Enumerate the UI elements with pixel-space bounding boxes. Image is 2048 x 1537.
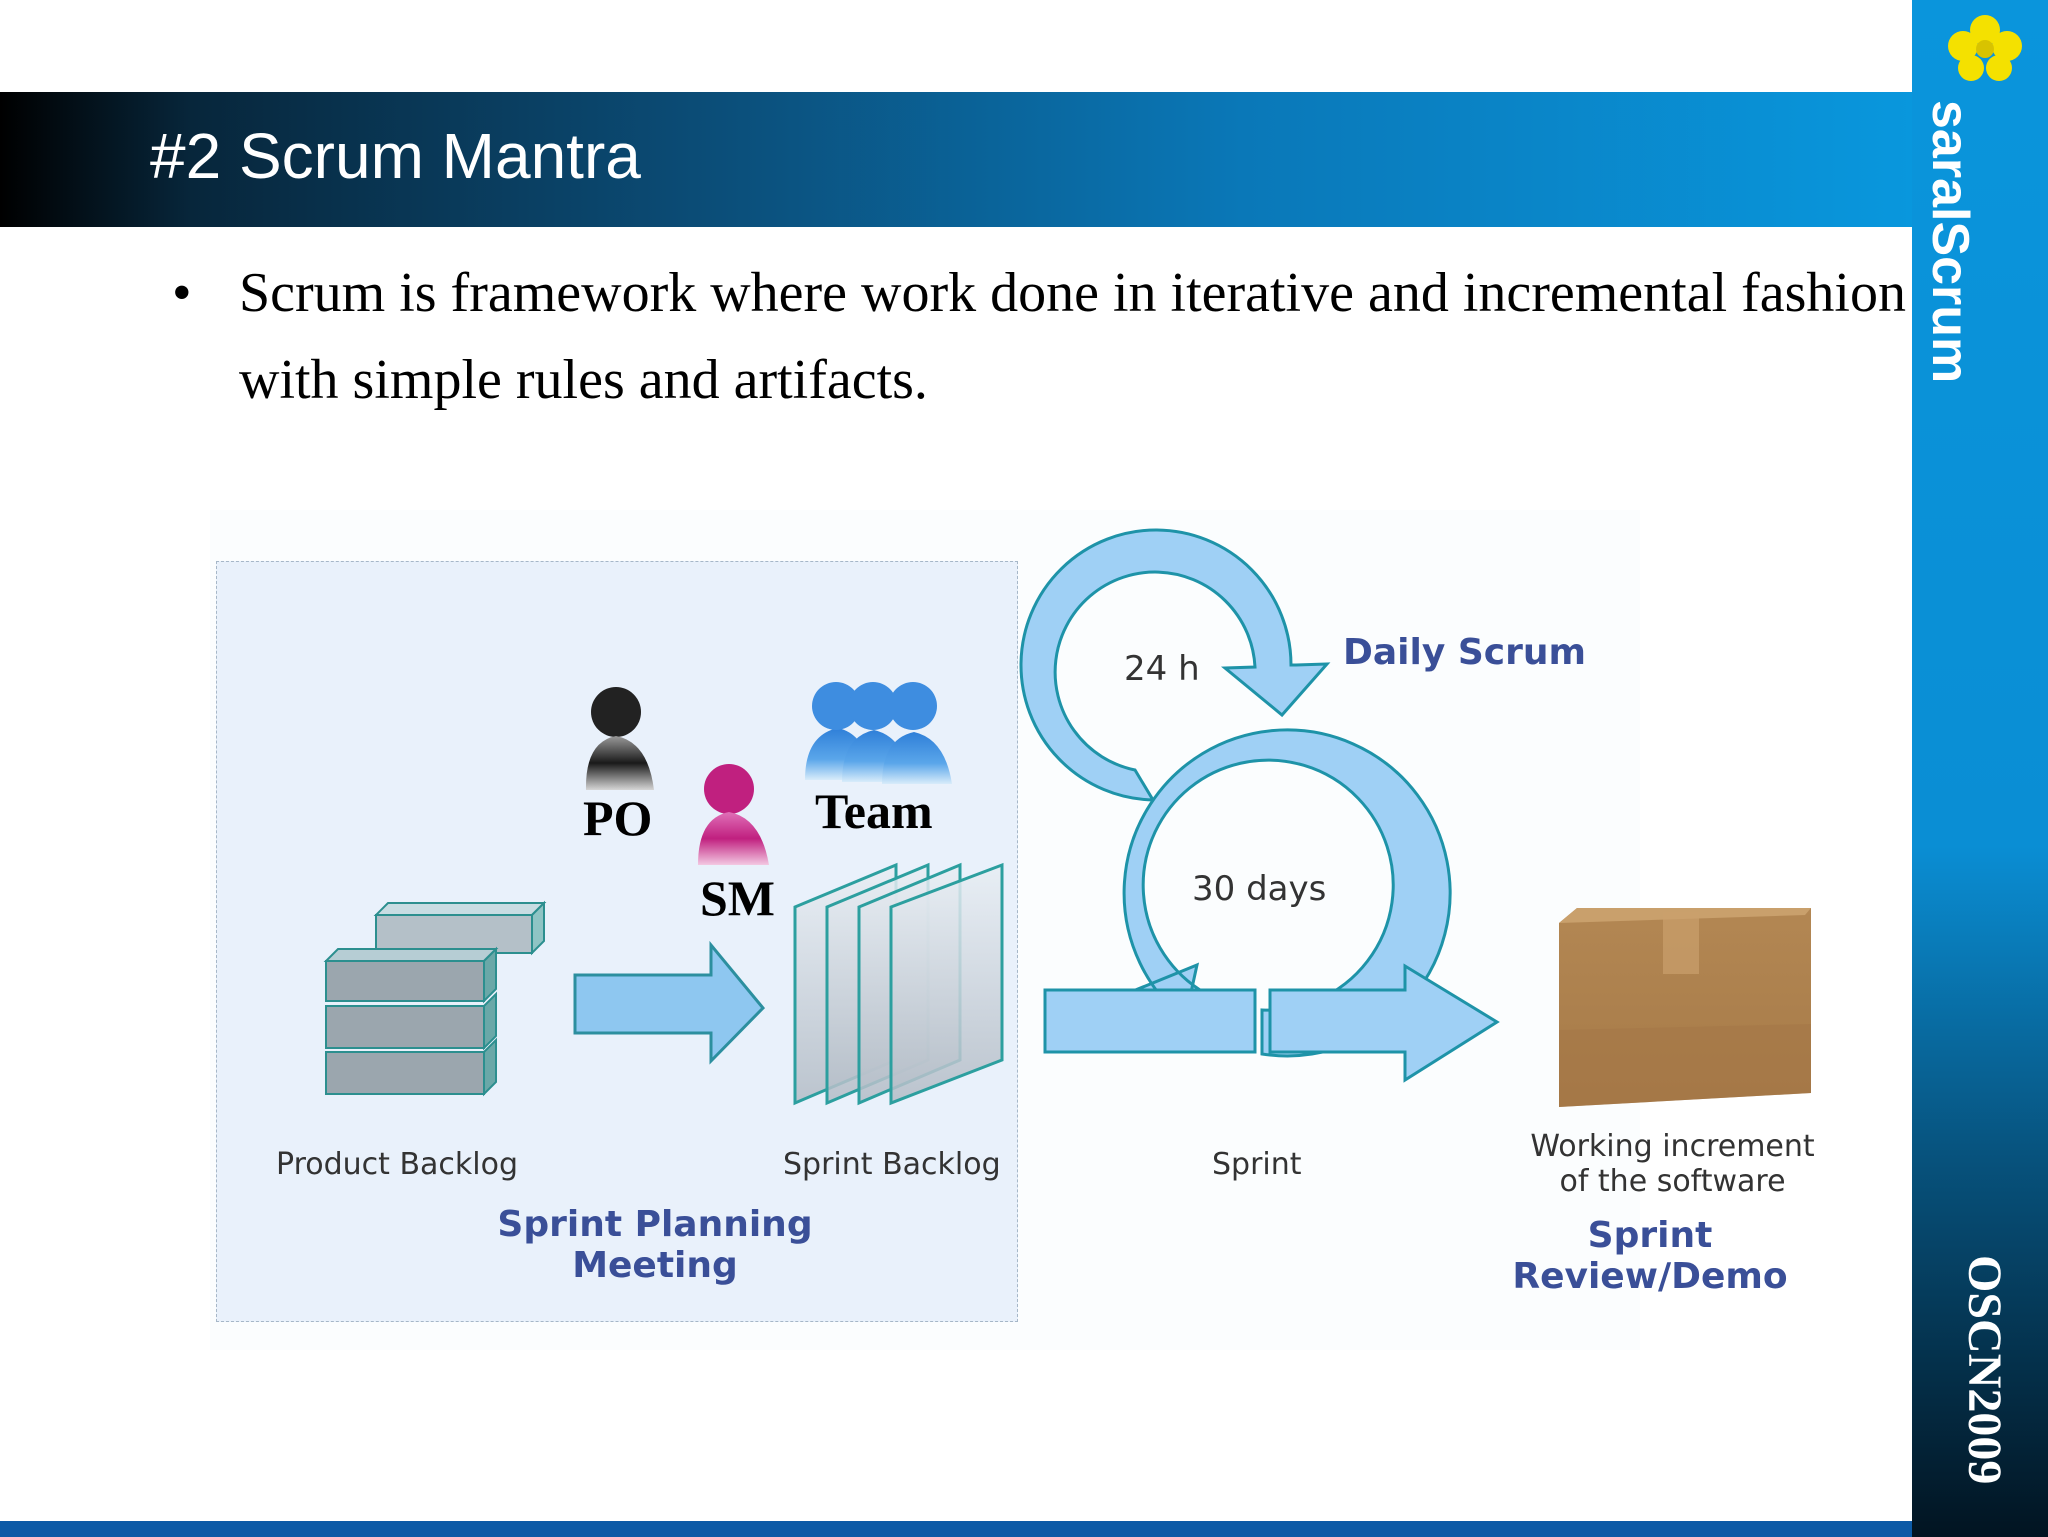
sm-person-icon bbox=[698, 764, 769, 865]
team-people-icon bbox=[805, 682, 952, 784]
team-label: Team bbox=[815, 783, 933, 839]
working-increment-line-1: Working increment bbox=[1530, 1129, 1815, 1164]
bullet-marker: • bbox=[172, 262, 192, 324]
working-increment-line-2: of the software bbox=[1559, 1163, 1786, 1199]
sprint-backlog-sheets-icon bbox=[793, 862, 1004, 1106]
po-person-icon bbox=[585, 687, 654, 790]
side-bar bbox=[1912, 0, 2048, 1537]
po-label: PO bbox=[583, 790, 653, 846]
title-bar bbox=[0, 92, 1912, 227]
working-increment-label: Working increment of the software bbox=[1510, 1129, 1835, 1199]
sprint-review-line-2: Review/Demo bbox=[1512, 1256, 1788, 1298]
product-backlog-label: Product Backlog bbox=[276, 1147, 519, 1182]
days-label: 30 days bbox=[1192, 869, 1327, 909]
sprint-planning-line-1: Sprint Planning bbox=[497, 1204, 813, 1245]
sprint-review-line-1: Sprint bbox=[1587, 1215, 1713, 1256]
sprint-planning-line-2: Meeting bbox=[572, 1245, 738, 1287]
sm-label: SM bbox=[700, 870, 775, 926]
sprint-planning-label: Sprint Planning Meeting bbox=[470, 1204, 840, 1287]
sprint-backlog-label: Sprint Backlog bbox=[783, 1147, 1001, 1182]
bullet-text: Scrum is framework where work done in it… bbox=[239, 262, 1906, 411]
planning-arrow-icon bbox=[573, 940, 766, 1065]
sprint-review-label: Sprint Review/Demo bbox=[1480, 1215, 1820, 1298]
flower-logo-icon bbox=[1948, 15, 2022, 81]
sprint-label: Sprint bbox=[1212, 1147, 1302, 1182]
daily-scrum-loop-icon bbox=[1019, 528, 1331, 802]
slide-title: #2 Scrum Mantra bbox=[150, 120, 641, 192]
product-backlog-stack-icon bbox=[323, 900, 547, 1097]
bottom-bar bbox=[0, 1521, 1912, 1537]
sprint-bar-left bbox=[1043, 988, 1257, 1054]
daily-scrum-label: Daily Scrum bbox=[1343, 632, 1587, 673]
product-increment-box-icon bbox=[1559, 908, 1811, 1107]
hours-label: 24 h bbox=[1124, 649, 1200, 689]
sprint-output-arrow-icon bbox=[1268, 963, 1500, 1083]
